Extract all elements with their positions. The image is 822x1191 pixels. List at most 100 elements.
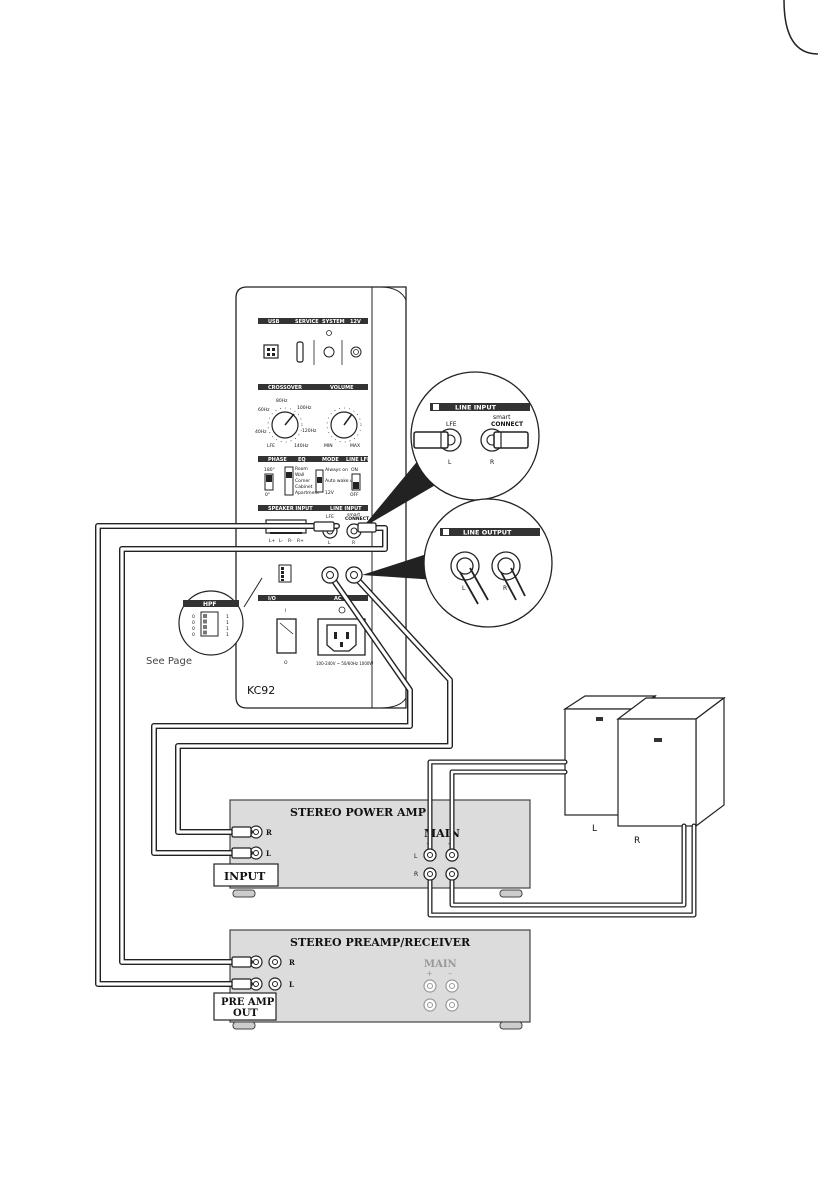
hpf-callout: HPF 0 0 0 0 1 1 1 1 <box>178 577 263 656</box>
volume-knob <box>326 407 362 443</box>
preamp-minus: – <box>448 969 452 978</box>
hpf-right-1: 1 <box>226 620 229 626</box>
eq-apartment: Apartment <box>295 490 319 496</box>
xo-tick-lfe: LFE <box>267 443 275 449</box>
speaker-wire-right <box>427 823 697 918</box>
cables <box>95 523 697 987</box>
hpf-right-2: 1 <box>226 626 229 632</box>
power-amp-input-l: L <box>266 849 271 858</box>
eq-switch <box>284 466 294 496</box>
hpf-dip-switch <box>278 564 292 583</box>
power-on-label: I <box>285 608 286 614</box>
xo-tick-140: 140Hz <box>294 443 309 449</box>
callout-out-l: L <box>462 585 466 592</box>
usb-header: USB <box>268 319 280 325</box>
preamp-out-r: R <box>289 958 295 967</box>
preamp-plus: + <box>426 969 433 978</box>
preamp-out-label-2: OUT <box>233 1008 258 1019</box>
ac-rating-label: 100-240V ~ 50/60Hz 1000W <box>316 661 373 666</box>
callout-hpf-title: HPF <box>203 601 217 608</box>
volume-tick-min: MIN <box>324 443 333 449</box>
callout-out-r: R <box>503 585 507 592</box>
xo-tick-120: 120Hz <box>302 428 317 434</box>
callout-lfe: LFE <box>446 421 457 428</box>
power-amp-title: STEREO POWER AMP <box>290 806 426 819</box>
power-off-label: O <box>284 660 288 666</box>
power-amp-out-r: R <box>414 871 418 878</box>
panel-lfe-label: LFE <box>326 514 334 520</box>
line-input-header: LINE INPUT <box>330 506 362 512</box>
callout-connect: CONNECT <box>491 421 524 428</box>
plugs <box>231 521 459 990</box>
mode-12v: 12V <box>325 490 335 496</box>
xo-tick-60: 60Hz <box>258 407 270 413</box>
subwoofer-panel: USB SERVICE SYSTEM 12V CROSSOVER VOLUME … <box>235 286 407 709</box>
eq-wall: Wall <box>295 472 304 478</box>
hpf-right-3: 1 <box>226 632 229 638</box>
stereo-preamp: STEREO PREAMP/RECEIVER R L PRE AMP OUT M… <box>213 929 531 1030</box>
mode-header: MODE <box>322 457 339 463</box>
cable-preamp-r-to-sub-r <box>119 525 388 965</box>
terminal-l-plus: L+ <box>269 538 276 544</box>
hpf-left-2: 0 <box>192 626 195 632</box>
callout-smart: smart <box>493 414 511 421</box>
speaker-wire-left <box>427 759 568 852</box>
lfe-on: ON <box>351 467 358 473</box>
crossover-header: CROSSOVER <box>268 385 302 391</box>
system-button-icon <box>323 346 335 358</box>
system-header: SYSTEM <box>322 319 345 325</box>
line-output-callout-pointer <box>362 553 436 580</box>
terminal-r-minus: R- <box>288 538 293 544</box>
hpf-left-0: 0 <box>192 614 195 620</box>
hpf-right-0: 1 <box>226 614 229 620</box>
ac-header: AC <box>334 596 342 602</box>
speaker-input-header: SPEAKER INPUT <box>268 506 313 512</box>
power-amp-out-l: L <box>414 853 418 860</box>
callout-in-r: R <box>490 459 494 466</box>
callout-in-l: L <box>448 459 452 466</box>
mode-always-on: Always on <box>325 467 348 473</box>
service-port-icon <box>296 341 304 363</box>
eq-header: EQ <box>298 457 306 463</box>
callout-line-input-title: LINE INPUT <box>455 404 497 412</box>
xo-tick-100: 100Hz <box>297 405 312 411</box>
line-input-callout: LINE INPUT smart CONNECT LFE L R <box>410 371 540 501</box>
stereo-power-amp: STEREO POWER AMP R L INPUT MAIN + – L R <box>213 799 531 898</box>
line-output-callout: LINE OUTPUT L R <box>423 498 553 628</box>
see-page-label: See Page <box>146 656 192 667</box>
xo-tick-80: 80Hz <box>276 398 288 404</box>
panel-l-label: L <box>328 540 331 546</box>
power-switch <box>276 618 297 654</box>
cable-sub-l-to-amp-l <box>151 575 413 856</box>
speaker-left-label: L <box>592 824 597 834</box>
eq-room: Room <box>295 466 308 472</box>
xo-tick-40: 40Hz <box>255 429 267 435</box>
mode-auto-wake: Auto wake up <box>325 478 356 484</box>
callout-line-output-title: LINE OUTPUT <box>463 529 512 537</box>
phase-header: PHASE <box>268 457 287 463</box>
power-header: I/O <box>268 596 276 602</box>
cable-sub-r-to-amp-r <box>175 575 453 835</box>
line-lfe-header: LINE LFE <box>346 457 371 463</box>
power-amp-input-r: R <box>266 828 272 837</box>
panel-r-label: R <box>352 540 355 546</box>
volume-header: VOLUME <box>330 385 354 391</box>
speaker-right <box>616 696 726 828</box>
eq-corner: Corner <box>295 478 310 484</box>
crossover-knob <box>267 407 303 443</box>
speaker-right-label: R <box>634 836 640 846</box>
service-header: SERVICE <box>295 319 319 325</box>
power-amp-input-label: INPUT <box>224 870 266 883</box>
lfe-off: OFF <box>350 492 359 498</box>
hpf-left-3: 0 <box>192 632 195 638</box>
terminal-r-plus: R+ <box>297 538 304 544</box>
12v-header: 12V <box>350 319 361 325</box>
page-corner-arc <box>783 0 819 55</box>
preamp-main-label: MAIN <box>424 959 457 970</box>
preamp-out-label-1: PRE AMP <box>221 997 275 1008</box>
preamp-out-l: L <box>289 980 294 989</box>
model-label: KC92 <box>247 684 275 697</box>
panel-connect-label: CONNECT <box>345 516 370 522</box>
preamp-title: STEREO PREAMP/RECEIVER <box>290 936 471 949</box>
